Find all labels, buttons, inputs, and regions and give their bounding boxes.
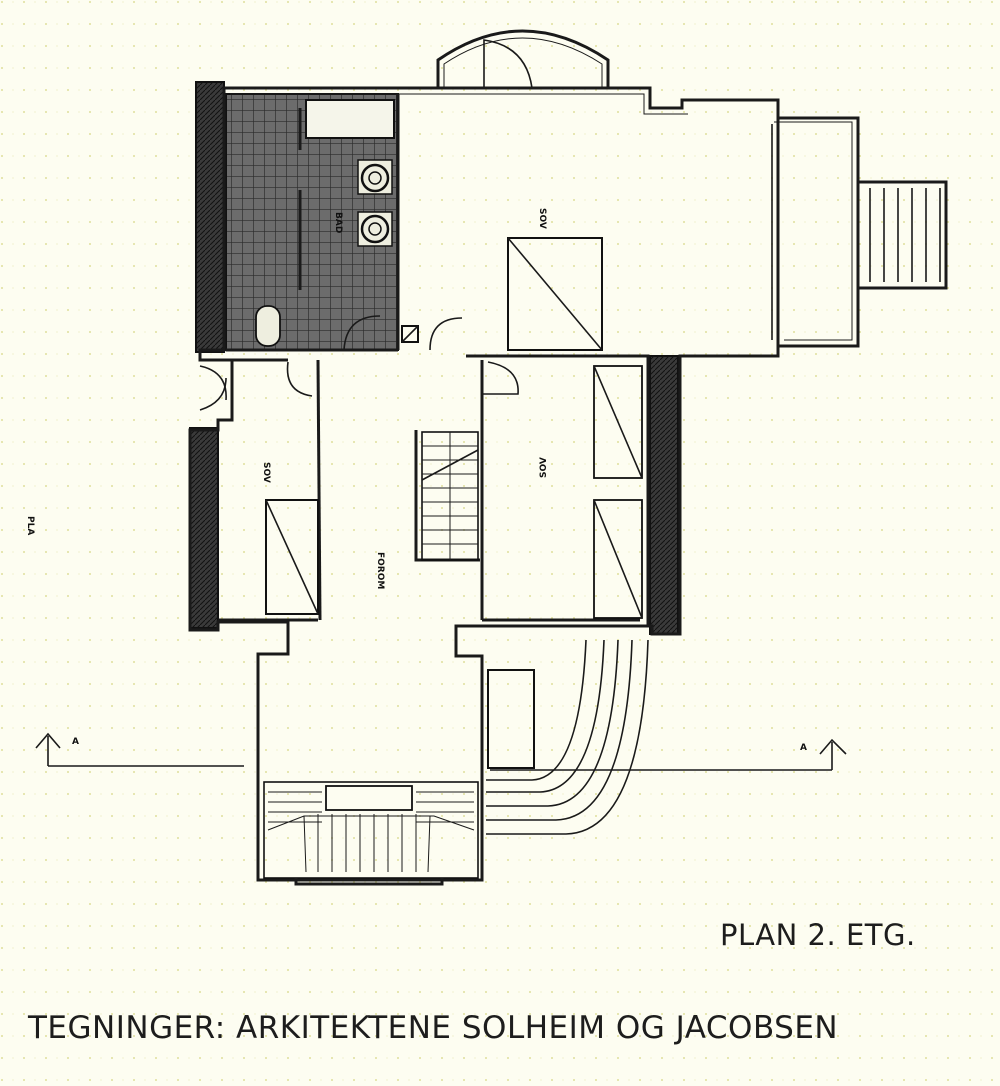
balcony-stair-treads xyxy=(869,188,941,282)
interior-walls xyxy=(218,94,650,626)
room-label-sov-left: SOV xyxy=(261,462,271,483)
section-mark-right: A xyxy=(800,743,807,753)
wardrobes-right xyxy=(593,365,643,619)
outer-wall xyxy=(188,86,860,882)
entrance-stair xyxy=(263,781,479,886)
bay-window xyxy=(436,29,610,88)
drawing-credits: TEGNINGER: ARKITEKTENE SOLHEIM OG JACOBS… xyxy=(28,1010,839,1046)
toilet xyxy=(255,305,281,347)
door-swings xyxy=(199,315,519,411)
section-line-right xyxy=(490,738,847,771)
section-mark-left: A xyxy=(72,737,79,747)
margin-note: PLA xyxy=(25,516,35,535)
chimney-shaft xyxy=(401,325,419,343)
section-line-left xyxy=(35,732,244,767)
washbasins xyxy=(357,159,393,247)
bed-top xyxy=(507,237,603,351)
curved-railing xyxy=(486,639,649,835)
storage-box xyxy=(487,669,535,769)
room-label-bath: BAD xyxy=(333,212,343,233)
room-label-sov-top: SOV xyxy=(537,208,547,229)
bay-door-swing xyxy=(483,39,533,89)
outer-wall-hatch-left-top xyxy=(195,81,225,353)
plan-title: PLAN 2. ETG. xyxy=(720,918,916,952)
room-label-sov-right: SOV xyxy=(539,457,549,478)
outer-wall-hatch-left-bottom xyxy=(189,427,219,629)
interior-stair xyxy=(421,431,479,561)
room-label-forom: FOROM xyxy=(375,552,385,589)
outer-wall-hatch-right xyxy=(649,355,679,635)
bed-left xyxy=(265,499,319,615)
bathtub xyxy=(305,99,395,139)
balcony-stairs xyxy=(858,180,948,290)
